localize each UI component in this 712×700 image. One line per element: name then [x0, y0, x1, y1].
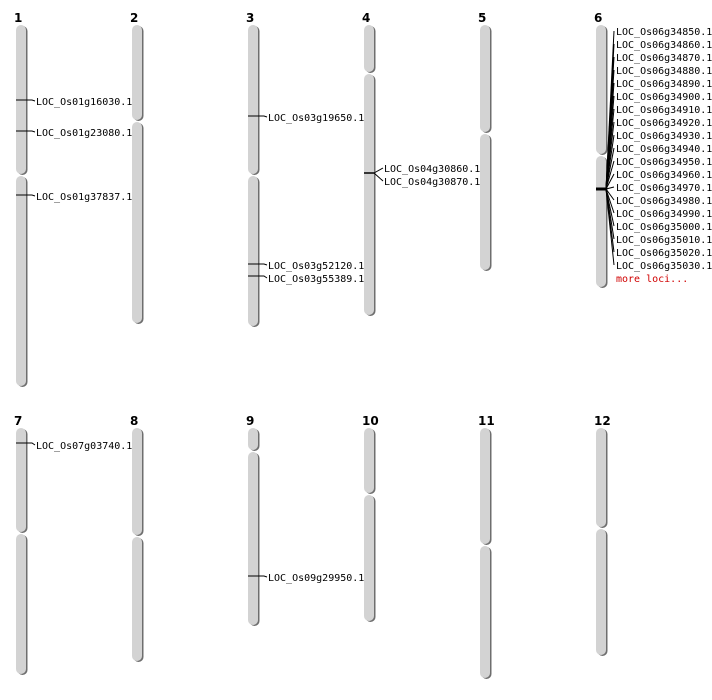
locus-label[interactable]: LOC_Os06g34850.1	[616, 27, 712, 38]
chromosome-arm	[364, 495, 374, 621]
chromosome-2[interactable]: 2	[130, 11, 144, 324]
locus-label[interactable]: LOC_Os06g34950.1	[616, 157, 712, 168]
locus-connector	[605, 147, 615, 190]
chromosome-arm	[248, 428, 258, 450]
locus-label[interactable]: LOC_Os06g34970.1	[616, 183, 712, 194]
chromosome-number: 2	[130, 11, 138, 25]
chromosome-3[interactable]: 3LOC_Os03g19650.1LOC_Os03g52120.1LOC_Os0…	[246, 11, 364, 327]
chromosome-number: 7	[14, 414, 22, 428]
chromosome-arm	[596, 529, 606, 655]
locus-label[interactable]: LOC_Os06g34860.1	[616, 40, 712, 51]
chromosome-12[interactable]: 12	[594, 414, 611, 656]
locus-label[interactable]: LOC_Os01g16030.1	[36, 97, 132, 108]
locus-label[interactable]: LOC_Os06g34890.1	[616, 79, 712, 90]
chromosome-arm	[480, 428, 490, 544]
locus-marker	[16, 99, 36, 102]
locus-label[interactable]: LOC_Os06g35020.1	[616, 248, 712, 259]
chromosome-number: 1	[14, 11, 22, 25]
chromosome-5[interactable]: 5	[478, 11, 492, 271]
chromosome-11[interactable]: 11	[478, 414, 495, 679]
locus-label[interactable]: LOC_Os06g34920.1	[616, 118, 712, 129]
chromosome-number: 10	[362, 414, 379, 428]
chromosome-number: 12	[594, 414, 611, 428]
locus-label[interactable]: LOC_Os06g34990.1	[616, 209, 712, 220]
locus-label[interactable]: LOC_Os06g35000.1	[616, 222, 712, 233]
locus-marker	[16, 130, 36, 133]
locus-label[interactable]: LOC_Os06g34870.1	[616, 53, 712, 64]
locus-label[interactable]: LOC_Os04g30860.1	[384, 164, 480, 175]
more-loci-link[interactable]: more loci...	[616, 274, 688, 285]
chromosome-number: 11	[478, 414, 495, 428]
chromosome-10[interactable]: 10	[362, 414, 379, 622]
chromosome-arm	[480, 546, 490, 678]
locus-connector	[373, 172, 384, 182]
chromosome-arm	[596, 25, 606, 154]
locus-connector	[373, 167, 384, 174]
chromosome-arm	[364, 74, 374, 315]
locus-marker	[248, 575, 268, 578]
locus-label[interactable]: LOC_Os04g30870.1	[384, 177, 480, 188]
locus-label[interactable]: LOC_Os09g29950.1	[268, 573, 364, 584]
chromosome-number: 4	[362, 11, 370, 25]
chromosome-arm	[132, 537, 142, 661]
chromosome-arm	[596, 428, 606, 527]
chromosome-number: 6	[594, 11, 602, 25]
chromosome-arm	[132, 25, 142, 120]
locus-marker	[16, 442, 36, 446]
chromosome-6[interactable]: 6LOC_Os06g34850.1LOC_Os06g34860.1LOC_Os0…	[594, 11, 712, 288]
locus-label[interactable]: LOC_Os03g55389.1	[268, 274, 364, 285]
locus-label[interactable]: LOC_Os07g03740.1	[36, 441, 132, 452]
locus-label[interactable]: LOC_Os06g34940.1	[616, 144, 712, 155]
locus-label[interactable]: LOC_Os01g23080.1	[36, 128, 132, 139]
chromosome-arm	[16, 534, 26, 674]
locus-connector	[605, 186, 615, 190]
locus-marker	[248, 275, 268, 279]
chromosome-arm	[248, 25, 258, 174]
chromosome-number: 8	[130, 414, 138, 428]
locus-label[interactable]: LOC_Os06g35010.1	[616, 235, 712, 246]
locus-connector	[605, 188, 615, 201]
chromosome-8[interactable]: 8	[130, 414, 144, 662]
locus-marker	[248, 263, 268, 266]
locus-marker	[16, 194, 36, 197]
locus-connector	[605, 188, 615, 266]
locus-marker	[248, 115, 268, 118]
locus-label[interactable]: LOC_Os03g19650.1	[268, 113, 364, 124]
locus-label[interactable]: LOC_Os06g34880.1	[616, 66, 712, 77]
chromosome-arm	[596, 156, 606, 287]
chromosome-arm	[248, 452, 258, 625]
chromosome-arm	[248, 176, 258, 326]
chromosome-arm	[480, 25, 490, 132]
locus-label[interactable]: LOC_Os06g34960.1	[616, 170, 712, 181]
locus-label[interactable]: LOC_Os03g52120.1	[268, 261, 364, 272]
chromosome-1[interactable]: 1LOC_Os01g16030.1LOC_Os01g23080.1LOC_Os0…	[14, 11, 132, 387]
chromosome-number: 3	[246, 11, 254, 25]
chromosome-arm	[364, 428, 374, 493]
locus-label[interactable]: LOC_Os06g34930.1	[616, 131, 712, 142]
chromosome-number: 5	[478, 11, 486, 25]
locus-cluster-marker	[596, 187, 606, 191]
locus-label[interactable]: LOC_Os06g34910.1	[616, 105, 712, 116]
locus-connector	[605, 173, 615, 190]
locus-label[interactable]: LOC_Os06g35030.1	[616, 261, 712, 272]
chromosome-arm	[480, 134, 490, 270]
locus-label[interactable]: LOC_Os01g37837.1	[36, 192, 132, 203]
chromosome-arm	[132, 428, 142, 535]
chromosome-number: 9	[246, 414, 254, 428]
locus-label[interactable]: LOC_Os06g34980.1	[616, 196, 712, 207]
chromosome-arm	[364, 25, 374, 72]
chromosome-arm	[132, 122, 142, 323]
chromosome-arm	[16, 428, 26, 532]
locus-label[interactable]: LOC_Os06g34900.1	[616, 92, 712, 103]
chromosome-arm	[16, 176, 26, 386]
locus-connector	[605, 160, 615, 190]
